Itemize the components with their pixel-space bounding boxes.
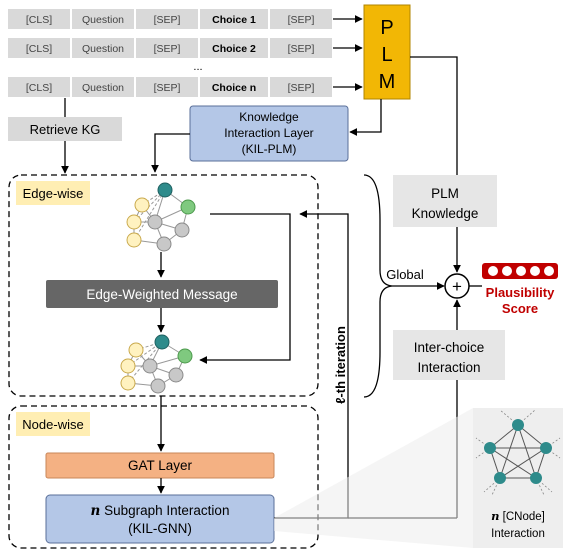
cnode-node [484,442,496,454]
kg-graph-bottom [120,334,193,394]
cnode-node [530,472,542,484]
node-cream [128,342,144,358]
plm-knowledge-box [393,175,497,227]
token-sep: [SEP] [154,43,181,55]
arrow-edgewise-loop [199,213,291,364]
node-cream [134,197,150,213]
gat-layer-label: GAT Layer [128,458,193,473]
node-teal [154,334,170,350]
node-cream [120,358,136,374]
plausibility-score-vector [482,263,558,279]
node-wise-panel [8,405,319,549]
node-gray [142,358,158,374]
node-green [180,199,196,215]
plm-block: P L M [363,4,411,100]
edge-weighted-message-box [46,280,278,308]
node-cream [126,232,142,248]
plm-letter-l: L [381,44,392,66]
cnode-node [494,472,506,484]
token-choice: Choice 1 [212,14,256,26]
edge-wise-panel [8,174,319,397]
cnode-line1: n [CNode] [491,509,545,523]
rows-ellipsis: ... [193,61,202,73]
token-sep: [SEP] [288,43,315,55]
inter-choice-line1: Inter-choice [414,340,485,355]
cnode-node [540,442,552,454]
kil-plm-line3: (KIL-PLM) [242,142,297,156]
node-gray [174,222,190,238]
token-sep: [SEP] [288,14,315,26]
token-sep: [SEP] [154,14,181,26]
node-cream [120,375,136,391]
subgraph-interaction-line1: n Subgraph Interaction [91,503,230,519]
node-gray [147,214,163,230]
node-teal [157,182,173,198]
input-row-1: [CLS] Question [SEP] Choice 1 [SEP] [8,9,332,29]
input-row-n: [CLS] Question [SEP] Choice n [SEP] [8,77,332,97]
inter-choice-box [393,330,505,380]
arrow-kilplm-edgewise [151,133,190,173]
global-brace [363,174,393,398]
plausibility-line2: Score [502,301,538,316]
node-gray [150,378,166,394]
edge-wise-label: Edge-wise [23,186,84,201]
node-wise-label: Node-wise [22,417,83,432]
edge-wise-tag [16,181,90,205]
retrieve-kg-box [8,117,122,141]
gat-layer-box [45,452,275,479]
token-choice: Choice n [212,82,256,94]
global-label: Global [386,267,424,282]
node-gray [168,367,184,383]
token-cls: [CLS] [26,43,52,55]
plm-letter-m: M [379,71,396,93]
token-cls: [CLS] [26,82,52,94]
plausibility-line1: Plausibility [486,285,555,300]
token-sep: [SEP] [288,82,315,94]
token-sep: [SEP] [154,82,181,94]
plm-knowledge-line1: PLM [431,186,459,201]
token-question: Question [82,43,124,55]
plm-knowledge-line2: Knowledge [412,206,479,221]
arrow-plm-kilplm [349,99,382,136]
token-question: Question [82,14,124,26]
edge-weighted-message-label: Edge-Weighted Message [86,287,237,302]
kg-graph-top [126,182,196,252]
node-gray [156,236,172,252]
token-choice: Choice 2 [212,43,256,55]
cnode-node [512,419,524,431]
cnode-graph [475,409,561,496]
plus-symbol: + [452,277,462,296]
token-question: Question [82,82,124,94]
subgraph-interaction-box: n Subgraph Interaction (KIL-GNN) [45,494,275,544]
kil-plm-line2: Interaction Layer [224,126,313,140]
node-cream [126,214,142,230]
node-wise-tag [16,412,90,436]
plm-letter-p: P [380,17,393,39]
kil-plm-line1: Knowledge [239,110,299,124]
iteration-label: ℓ-th iteration [333,326,348,404]
retrieve-kg-label: Retrieve KG [30,122,101,137]
subgraph-interaction-line2: (KIL-GNN) [128,521,192,536]
kil-plm-box: Knowledge Interaction Layer (KIL-PLM) [189,105,349,162]
inter-choice-line2: Interaction [417,360,480,375]
input-row-2: [CLS] Question [SEP] Choice 2 [SEP] [8,38,332,58]
node-green [177,348,193,364]
cnode-line2: Interaction [491,528,545,540]
arrow-plm-knowledge [410,56,461,273]
cnode-zoom-connector [274,408,473,548]
token-cls: [CLS] [26,14,52,26]
